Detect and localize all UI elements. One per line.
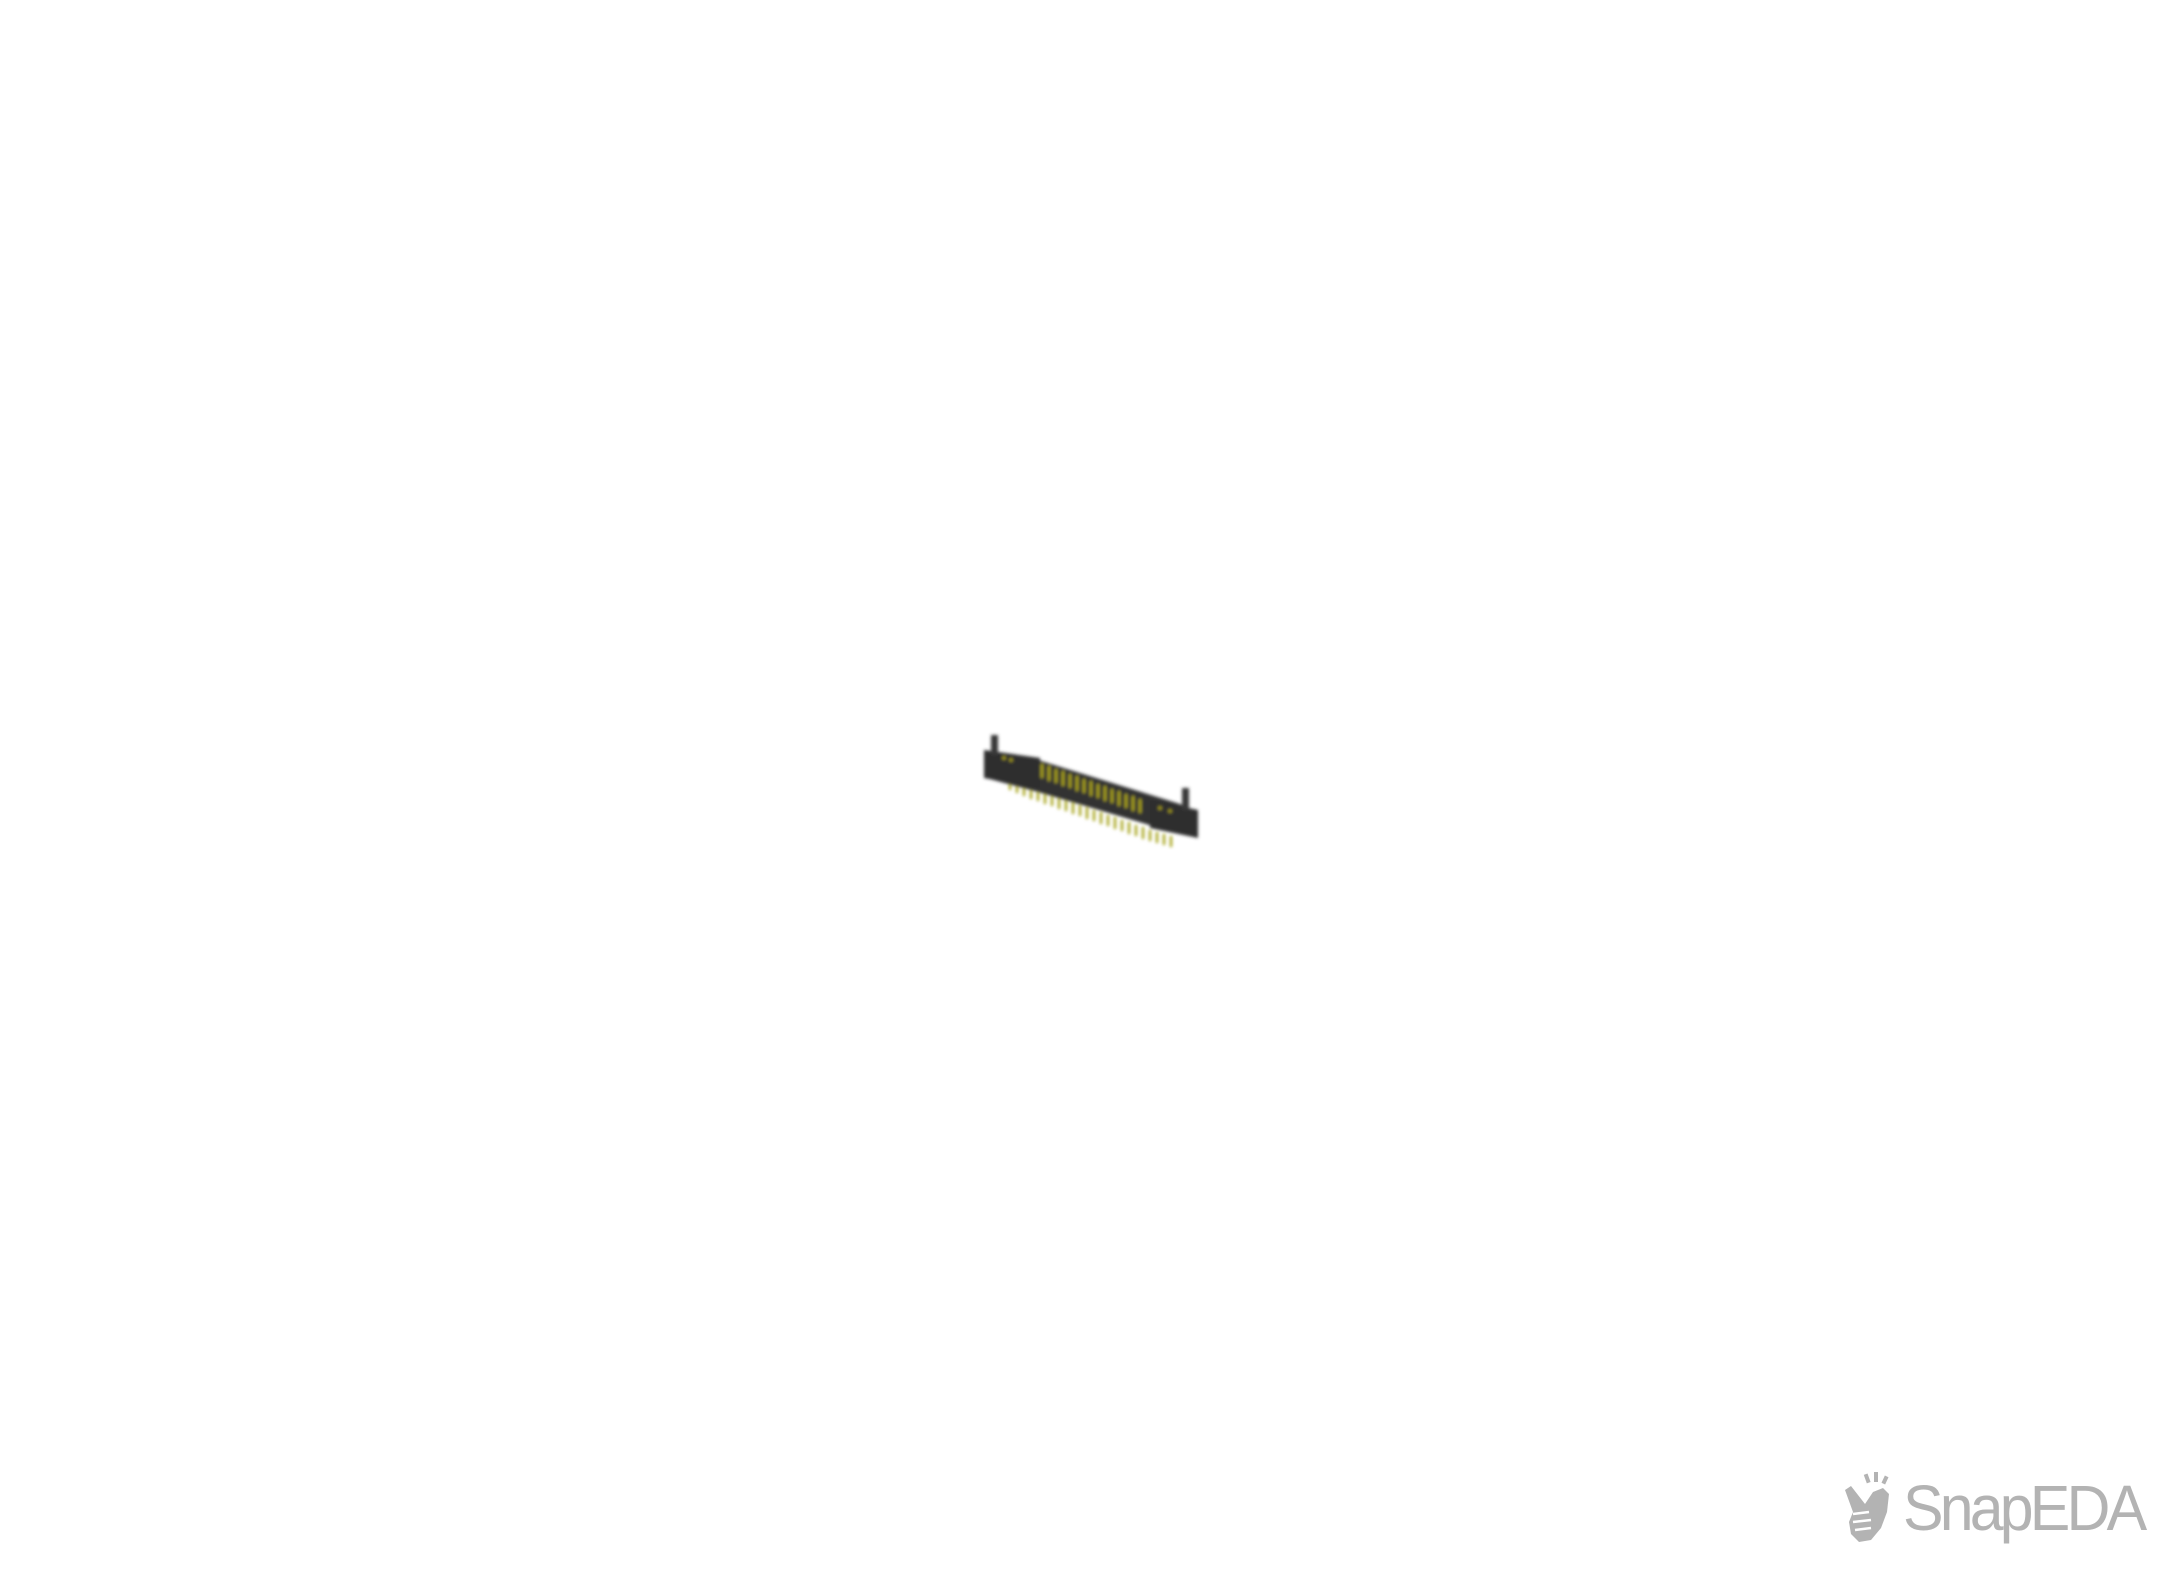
snapeda-watermark: SnapEDA	[1843, 1468, 2156, 1548]
connector-3d-model-icon[interactable]	[980, 730, 1210, 850]
watermark-text: SnapEDA	[1903, 1472, 2147, 1544]
snapping-hand-icon	[1845, 1472, 1889, 1542]
